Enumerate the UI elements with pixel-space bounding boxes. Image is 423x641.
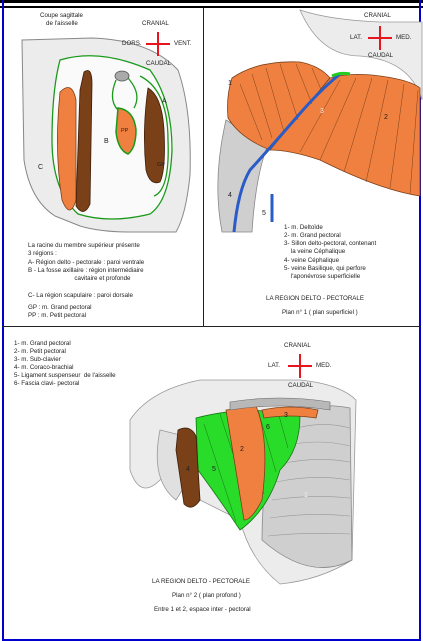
p3-number-6: 6 [266,424,270,432]
p1-caption-5: C- La région scapulaire : paroi dorsale [28,292,133,300]
p3-subtitle: Plan n° 2 ( plan profond ) [172,592,241,600]
p2-subtitle: Plan n° 1 ( plan superficiel ) [282,309,358,317]
p2-number-4: 4 [228,192,232,200]
p3-number-5: 5 [212,466,216,474]
p3-compass-right: MED. [316,362,331,370]
p3-legend-5: 6- Fascia clavi- pectoral [14,380,79,388]
p2-number-5: 5 [262,210,266,218]
p1-label-a: A [162,98,167,106]
p1-title-line1: Coupe sagittale [40,12,83,20]
p2-number-3: 3 [320,108,324,116]
p1-compass-bottom: CAUDAL [146,60,171,68]
p1-label-pp: PP [121,127,128,135]
p1-legend-1: PP : m. Petit pectoral [28,312,86,320]
p3-legend-1: 2- m. Petit pectoral [14,348,66,356]
p2-legend-5: 5- veine Basilique, qui perfore [284,265,366,273]
p2-number-1: 1 [228,80,232,88]
p2-legend-1: 2- m. Grand pectoral [284,232,341,240]
p1-compass-left: DORS. [122,40,142,48]
p1-label-c: C [38,164,43,172]
p1-title-line2: de l'aisselle [46,20,78,28]
p3-compass-left: LAT. [268,362,280,370]
p2-legend-3: la veine Céphalique [284,248,345,256]
p1-caption-1: 3 régions : [28,250,57,258]
p2-legend-6: l'aponévrose superficielle [284,273,360,281]
p1-compass-top: CRANIAL [142,20,169,28]
p2-title: LA REGION DELTO - PECTORALE [266,295,364,303]
p3-number-2: 2 [240,446,244,454]
p1-clavicle [115,71,129,81]
p3-compass-top: CRANIAL [284,342,311,350]
p3-legend-3: 4- m. Coraco-brachial [14,364,74,372]
p3-legend-0: 1- m. Grand pectoral [14,340,71,348]
p2-compass-top: CRANIAL [364,12,391,20]
p2-compass-right: MED. [396,34,411,42]
p1-caption-4: cavitaire et profonde [28,275,130,283]
p2-compass-left: LAT. [350,34,362,42]
p1-caption-3: B - La fosse axillaire : région interméd… [28,267,144,275]
p1-caption-0: La racine du membre supérieur présente [28,242,140,250]
p3-number-3: 3 [284,412,288,420]
p2-legend-2: 3- Sillon delto-pectoral, contenant [284,240,376,248]
p1-label-gp: GP [157,161,165,169]
p3-legend-2: 3- m. Sub-clavier [14,356,61,364]
p2-legend-0: 1- m. Deltoïde [284,224,323,232]
p1-label-b: B [104,138,109,146]
p1-legend-0: GP : m. Grand pectoral [28,304,92,312]
p3-title: LA REGION DELTO - PECTORALE [152,578,250,586]
p2-number-2: 2 [384,114,388,122]
p2-legend-4: 4- veine Céphalique [284,257,339,265]
p3-compass-bottom: CAUDAL [288,382,313,390]
p3-number-4: 4 [186,466,190,474]
p3-sub-clavier [262,407,318,418]
p3-legend-4: 5- Ligament suspenseur de l'aisselle [14,372,116,380]
p1-compass-right: VENT. [174,40,192,48]
p1-caption-2: A- Région delto - pectorale : paroi vent… [28,259,144,267]
p3-note: Entre 1 et 2, espace inter - pectoral [154,606,251,614]
p2-compass-bottom: CAUDAL [368,52,393,60]
p3-number-1: 1 [304,492,308,500]
